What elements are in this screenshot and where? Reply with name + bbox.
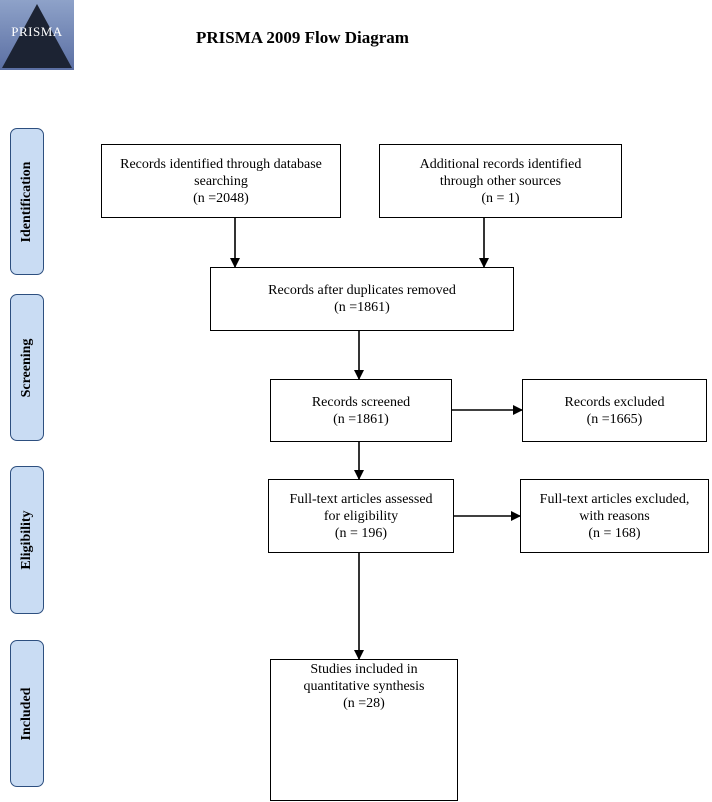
other-records-text: Additional records identified through ot… xyxy=(419,156,582,206)
stage-identification: Identification xyxy=(10,128,44,275)
screened-text: Records screened (n =1861) xyxy=(311,394,411,427)
screened-box: Records screened (n =1861) xyxy=(270,379,452,442)
fulltext-excluded-text: Full-text articles excluded, with reason… xyxy=(539,491,690,541)
included-studies-text: Studies included in quantitative synthes… xyxy=(303,662,425,711)
fulltext-assessed-box: Full-text articles assessed for eligibil… xyxy=(268,479,454,553)
prisma-logo: PRISMA xyxy=(0,0,74,70)
database-records-text: Records identified through database sear… xyxy=(120,156,322,206)
page-title: PRISMA 2009 Flow Diagram xyxy=(196,28,409,47)
fulltext-assessed-text: Full-text articles assessed for eligibil… xyxy=(289,491,433,541)
after-duplicates-text: Records after duplicates removed (n =186… xyxy=(268,283,456,315)
stage-included: Included xyxy=(10,640,44,787)
database-records-box: Records identified through database sear… xyxy=(101,144,341,218)
fulltext-excluded-box: Full-text articles excluded, with reason… xyxy=(520,479,709,553)
logo-text: PRISMA xyxy=(11,24,63,39)
excluded-text: Records excluded (n =1665) xyxy=(564,394,665,427)
logo-triangle-icon xyxy=(2,4,72,68)
after-duplicates-box: Records after duplicates removed (n =186… xyxy=(210,267,514,331)
stage-screening: Screening xyxy=(10,294,44,441)
included-studies-box: Studies included in quantitative synthes… xyxy=(270,659,458,801)
stage-eligibility: Eligibility xyxy=(10,466,44,614)
excluded-box: Records excluded (n =1665) xyxy=(522,379,707,442)
other-records-box: Additional records identified through ot… xyxy=(379,144,622,218)
